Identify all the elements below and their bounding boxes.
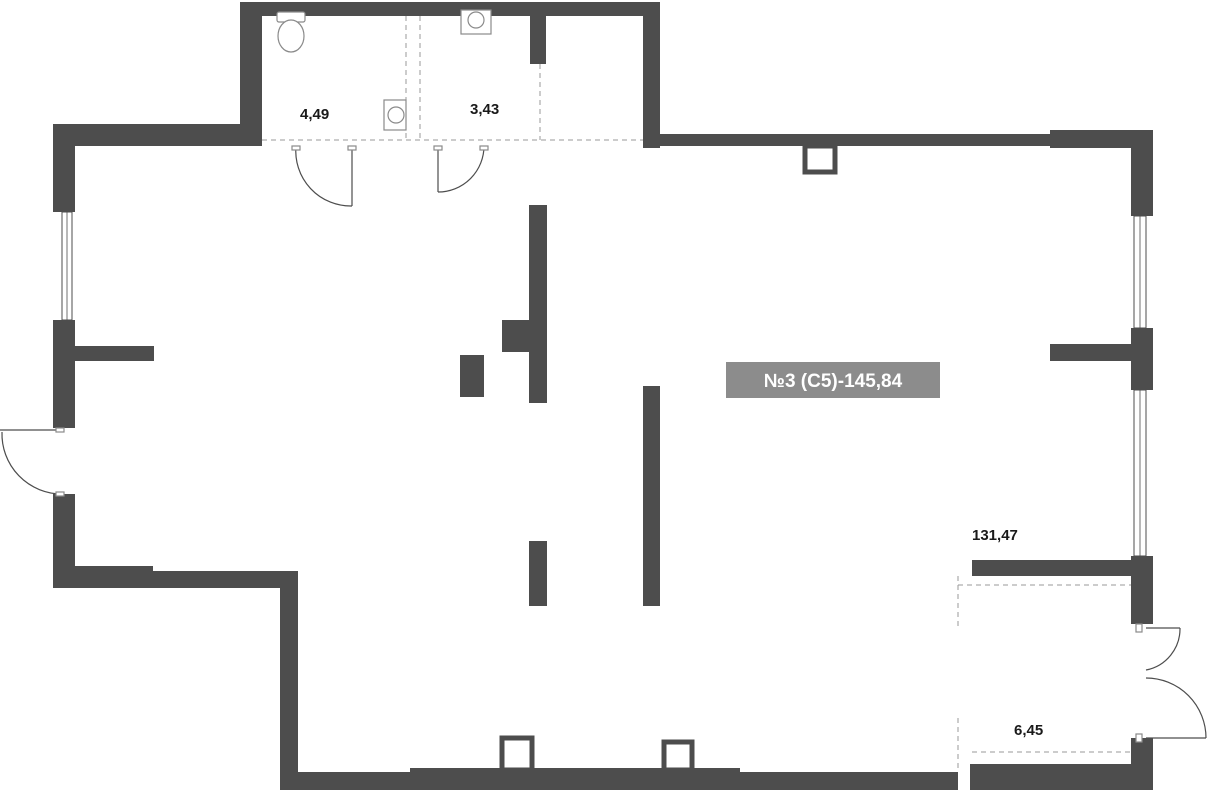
room-area-vestibule: 6,45 [1014,722,1043,739]
dashed-partitions [262,16,1131,772]
room-area-wc-2: 3,43 [470,101,499,118]
column-icon [499,143,838,773]
unit-badge-label: №3 (С5)-145,84 [764,371,903,392]
room-area-main-hall: 131,47 [972,527,1018,544]
sink-icon [460,9,492,35]
outer-walls [53,2,1153,790]
window-icon [61,211,1147,557]
sink-icon [383,99,407,131]
unit-badge: №3 (С5)-145,84 [726,362,940,398]
interior-walls [75,205,1132,606]
toilet-icon [276,11,306,53]
door-swing-icon [0,145,1207,743]
room-area-wc-1: 4,49 [300,106,329,123]
